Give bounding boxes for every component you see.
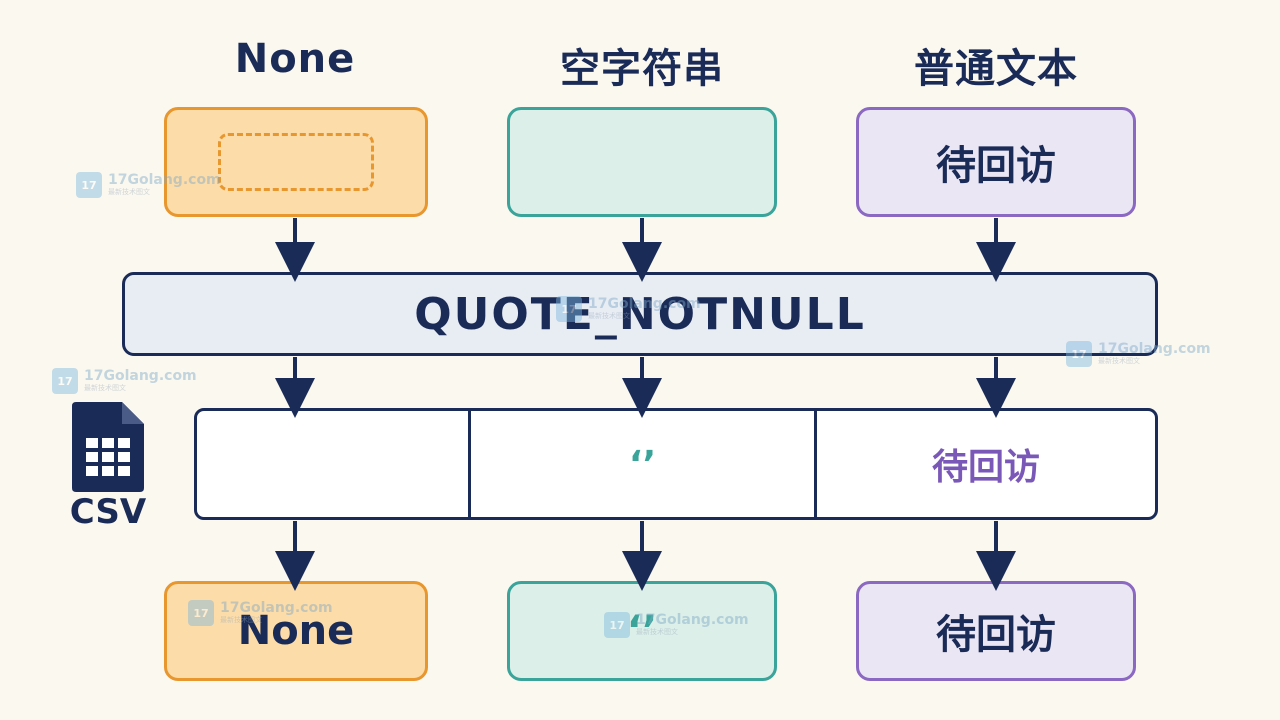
output-box-none: None xyxy=(164,581,428,681)
csv-label: CSV xyxy=(69,492,147,532)
watermark-sub: 最新技术图文 xyxy=(220,616,262,624)
input-box-none xyxy=(164,107,428,217)
watermark-sub: 最新技术图文 xyxy=(84,384,126,392)
watermark-text: 17Golang.com xyxy=(636,612,749,628)
csv-cell-none xyxy=(197,411,471,517)
output-text-value: 待回访 xyxy=(936,612,1056,658)
output-none-value: None xyxy=(237,608,355,654)
header-empty-string: 空字符串 xyxy=(560,46,724,92)
input-box-empty-string xyxy=(507,107,777,217)
csv-cell-plain-text: 待回访 xyxy=(931,447,1040,488)
dashed-placeholder xyxy=(218,133,374,191)
watermark-logo-icon: 17 xyxy=(52,368,78,394)
watermark-logo-icon: 17 xyxy=(76,172,102,198)
watermark-text: 17Golang.com xyxy=(220,600,333,616)
watermark-sub: 最新技术图文 xyxy=(1098,357,1140,365)
watermark-sub: 最新技术图文 xyxy=(588,312,630,320)
watermark-sub: 最新技术图文 xyxy=(108,188,150,196)
quote-notnull-label: QUOTE_NOTNULL xyxy=(414,288,866,340)
header-none: None xyxy=(234,36,356,82)
watermark-logo-icon: 17 xyxy=(556,296,582,322)
input-box-plain-text: 待回访 xyxy=(856,107,1136,217)
watermark-text: 17Golang.com xyxy=(84,368,197,384)
watermark-text: 17Golang.com xyxy=(588,296,701,312)
watermark-text: 17Golang.com xyxy=(108,172,221,188)
output-box-plain-text: 待回访 xyxy=(856,581,1136,681)
watermark-logo-icon: 17 xyxy=(1066,341,1092,367)
input-text-value: 待回访 xyxy=(936,143,1056,189)
watermark-logo-icon: 17 xyxy=(188,600,214,626)
watermark-text: 17Golang.com xyxy=(1098,341,1211,357)
header-plain-text: 普通文本 xyxy=(914,46,1078,92)
csv-cell-empty-string: ‘’ xyxy=(471,411,817,517)
output-empty-value: ‘’ xyxy=(626,608,658,654)
csv-row: ‘’ 待回访 xyxy=(194,408,1158,520)
watermark-logo-icon: 17 xyxy=(604,612,630,638)
watermark-sub: 最新技术图文 xyxy=(636,628,678,636)
csv-file-icon xyxy=(72,402,144,492)
